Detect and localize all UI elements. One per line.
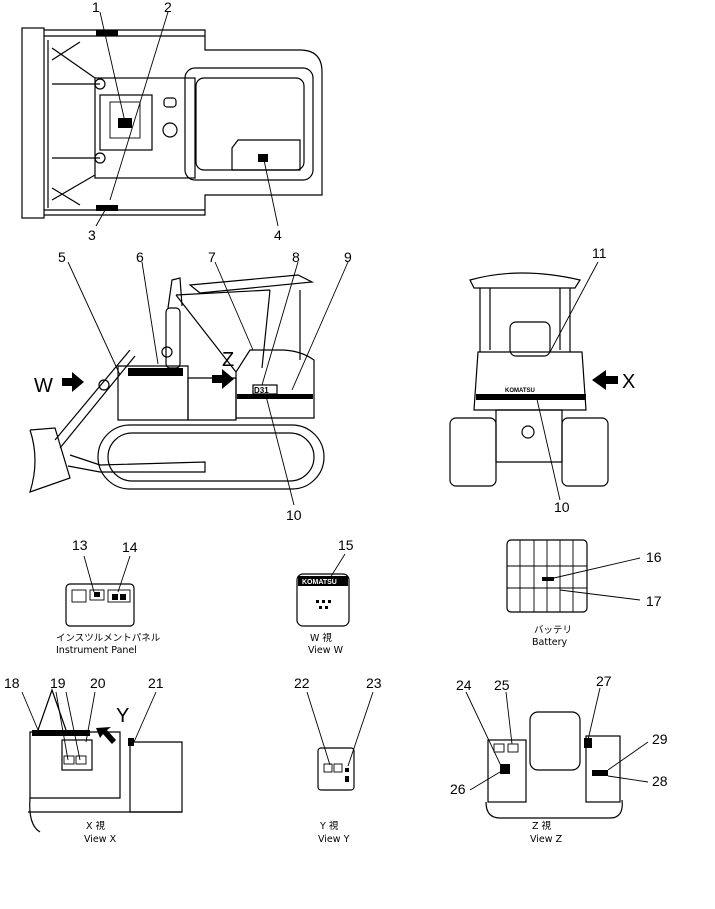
callout-25: 25 <box>494 677 510 693</box>
callout-4: 4 <box>274 227 282 243</box>
callout-6: 6 <box>136 249 144 265</box>
plate-texts: KOMATSU KOMATSU D31 <box>254 386 535 586</box>
callout-19: 19 <box>50 675 66 691</box>
callout-9: 9 <box>344 249 352 265</box>
komatsu-plate-w: KOMATSU <box>302 579 337 586</box>
callout-26: 26 <box>450 781 466 797</box>
view-z <box>465 687 649 819</box>
callout-numbers: 1 2 3 4 5 6 7 8 9 10 10 11 13 14 15 16 1… <box>4 0 668 797</box>
callout-18: 18 <box>4 675 20 691</box>
view-z-label-en: View Z <box>530 834 563 845</box>
callout-14: 14 <box>122 539 138 555</box>
view-y <box>306 691 374 791</box>
view-arrow-letters: W Z X Y <box>34 349 635 727</box>
view-letter-z: Z <box>222 349 234 371</box>
view-w <box>296 553 350 627</box>
callout-7: 7 <box>208 249 216 265</box>
view-letter-w: W <box>34 375 53 397</box>
instrument-panel-label-en: Instrument Panel <box>56 645 137 656</box>
instrument-panel-label-jp: インスツルメントパネル <box>56 633 161 644</box>
view-x-label-en: View X <box>84 834 117 845</box>
callout-5: 5 <box>58 249 66 265</box>
view-y-label-jp: Y 視 <box>319 820 339 832</box>
callout-3: 3 <box>88 227 96 243</box>
view-letter-x: X <box>622 371 635 393</box>
callout-23: 23 <box>366 675 382 691</box>
view-z-label-jp: Z 視 <box>532 820 552 832</box>
battery-label-jp: バッテリ <box>534 625 572 636</box>
view-w-label-jp: W 視 <box>310 632 332 644</box>
battery-label-en: Battery <box>532 637 568 648</box>
view-y-label-en: View Y <box>318 834 350 845</box>
callout-11: 11 <box>592 245 607 261</box>
callout-28: 28 <box>652 773 668 789</box>
model-plate: D31 <box>254 386 269 395</box>
view-letter-y: Y <box>116 705 129 727</box>
callout-15: 15 <box>338 537 354 553</box>
komatsu-plate-rear: KOMATSU <box>505 388 535 394</box>
callout-2: 2 <box>164 0 172 15</box>
callout-27: 27 <box>596 673 612 689</box>
callout-22: 22 <box>294 675 310 691</box>
view-x-label-jp: X 視 <box>86 820 106 832</box>
callout-10-rear: 10 <box>554 499 570 515</box>
side-view <box>29 261 349 506</box>
callout-24: 24 <box>456 677 472 693</box>
view-labels: インスツルメントパネル Instrument Panel W 視 View W … <box>56 625 572 845</box>
view-x <box>21 688 183 833</box>
callout-8: 8 <box>292 249 300 265</box>
callout-21: 21 <box>148 675 164 691</box>
callout-29: 29 <box>652 731 668 747</box>
callout-17: 17 <box>646 593 662 609</box>
battery-view <box>506 539 641 613</box>
callout-13: 13 <box>72 537 88 553</box>
view-w-label-en: View W <box>308 645 344 656</box>
callout-1: 1 <box>92 0 100 15</box>
rear-view <box>449 261 618 501</box>
callout-20: 20 <box>90 675 106 691</box>
callout-16: 16 <box>646 549 662 565</box>
callout-10-side: 10 <box>286 507 302 523</box>
top-view <box>21 11 323 227</box>
instrument-panel-view <box>65 555 135 627</box>
